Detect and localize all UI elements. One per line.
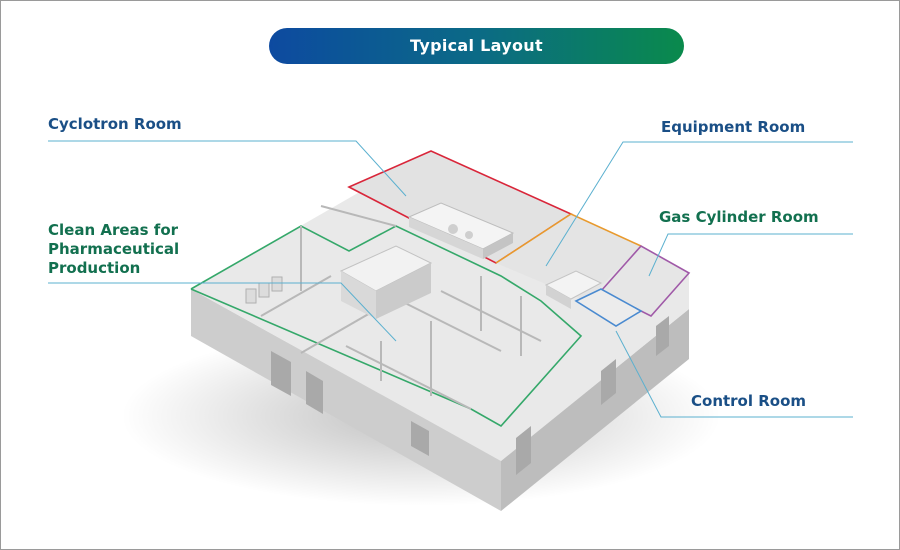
title-text: Typical Layout [410, 36, 543, 55]
building-left-wall [191, 289, 501, 511]
interior-walls [260, 205, 542, 410]
exterior-doors [271, 316, 669, 475]
label-cyclotron-room: Cyclotron Room [48, 115, 182, 133]
label-clean-areas-line2: Pharmaceutical [48, 240, 180, 258]
leader-gas-cylinder [648, 233, 853, 277]
clean-areas-outline [190, 225, 583, 428]
equipment-room-outline [495, 213, 642, 264]
label-clean-areas-line1: Clean Areas for [48, 221, 179, 239]
label-control-room: Control Room [691, 392, 807, 410]
building-right-wall [501, 309, 689, 511]
label-clean-areas: Clean Areas for Pharmaceutical Productio… [48, 221, 179, 278]
leader-clean-areas [48, 282, 397, 342]
leader-equipment [545, 141, 853, 267]
leader-lines [48, 140, 853, 418]
leader-cyclotron [48, 140, 407, 197]
label-equipment-room: Equipment Room [661, 118, 806, 136]
upper-wing-floor [349, 151, 571, 263]
title-banner: Typical Layout [269, 28, 684, 64]
label-clean-areas-line3: Production [48, 259, 141, 277]
label-gas-cylinder-room: Gas Cylinder Room [659, 208, 819, 226]
control-room-outline [574, 288, 643, 327]
equipment-room-floor [496, 214, 641, 301]
gas-cylinder-room-floor [601, 246, 689, 316]
clean-area-cabinets [339, 245, 433, 319]
equipment-units [544, 270, 603, 309]
leader-control-room [615, 330, 853, 418]
cyclotron-machine [407, 202, 515, 259]
